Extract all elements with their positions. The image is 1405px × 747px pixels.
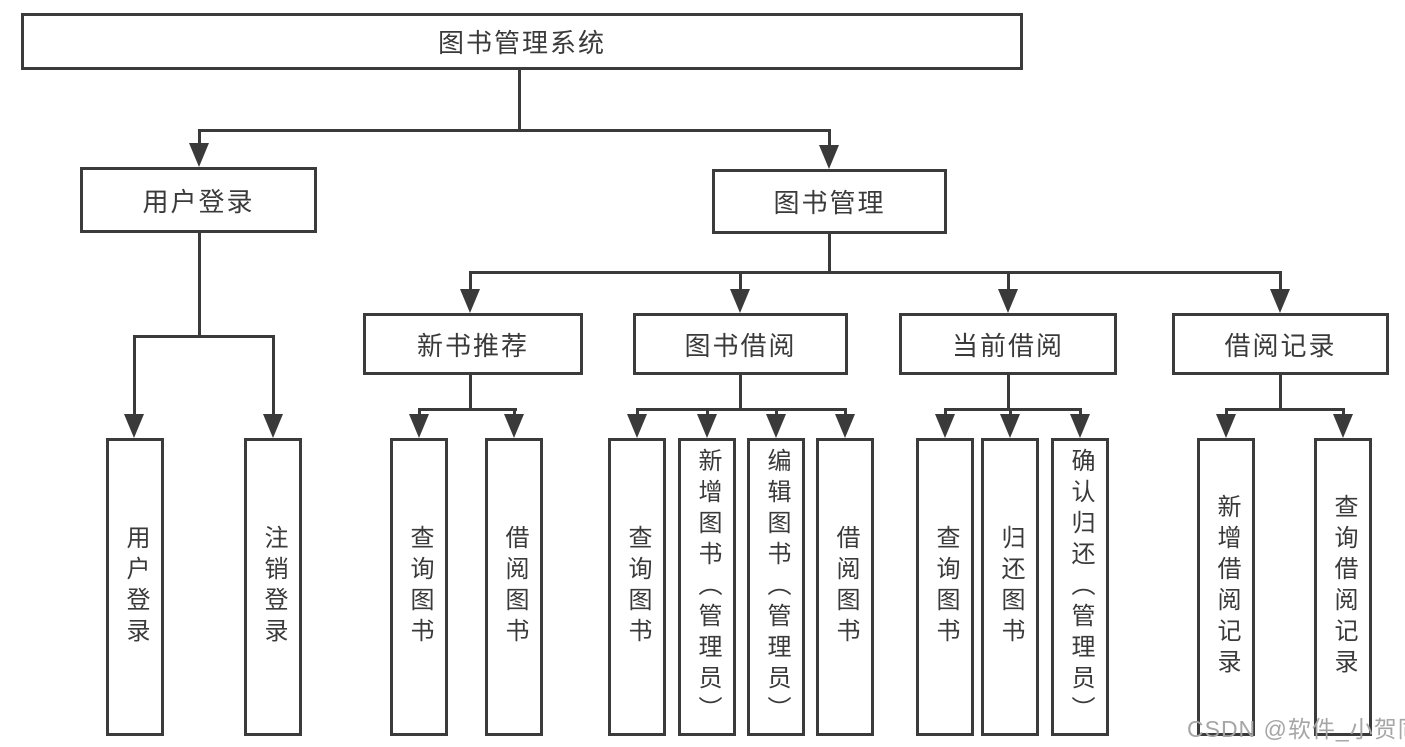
node-leaf-add-book: 新增图书（管理员） [678,438,736,736]
connector-user-login-stem [198,129,201,147]
connector-leaf-stem [775,408,778,416]
connector-new-book-rec-bar [418,408,517,411]
node-current-borrow: 当前借阅 [899,313,1117,375]
arrow-down-icon [124,414,144,438]
node-new-book-rec: 新书推荐 [363,313,583,375]
connector-current-borrow-stem [1007,271,1010,291]
connector-leaf-stem [513,408,516,416]
arrow-down-icon [998,289,1018,313]
arrow-down-icon [1216,414,1236,438]
arrow-down-icon [1070,414,1090,438]
arrow-down-icon [504,414,524,438]
node-leaf-return-book: 归还图书 [981,438,1039,736]
connector-leaf-stem [706,408,709,416]
connector-book-mgmt-down [828,234,831,274]
connector-borrow-record-stem [1279,271,1282,291]
arrow-down-icon [1333,414,1353,438]
node-borrow-record: 借阅记录 [1172,313,1389,375]
connector-user-login-bar [133,335,275,338]
node-user-login: 用户登录 [80,167,317,233]
arrow-down-icon [835,414,855,438]
connector-new-book-rec-down [469,375,472,411]
connector-leaf-user-login-stem [133,335,136,415]
arrow-down-icon [819,145,839,169]
connector-leaf-stem [1009,408,1012,416]
node-leaf-borrow-book-rec: 借阅图书 [485,438,543,736]
connector-user-login-down [198,233,201,338]
node-leaf-query-book-rec: 查询图书 [390,438,448,736]
connector-current-borrow-bar [944,408,1082,411]
connector-leaf-logout-stem [272,335,275,415]
arrow-down-icon [697,414,717,438]
node-leaf-query-book-cur: 查询图书 [916,438,974,736]
node-book-mgmt: 图书管理 [712,169,947,234]
arrow-down-icon [730,289,750,313]
node-leaf-add-record: 新增借阅记录 [1197,438,1255,736]
node-leaf-borrow-book: 借阅图书 [816,438,874,736]
connector-new-book-rec-stem [469,271,472,291]
arrow-down-icon [1270,289,1290,313]
connector-leaf-stem [844,408,847,416]
node-leaf-logout: 注销登录 [244,438,302,736]
connector-book-borrow-stem [739,271,742,291]
arrow-down-icon [263,414,283,438]
arrow-down-icon [766,414,786,438]
arrow-down-icon [1000,414,1020,438]
connector-borrow-record-bar [1225,408,1345,411]
node-leaf-query-book-borrow: 查询图书 [608,438,666,736]
connector-root-bar [198,129,831,132]
arrow-down-icon [189,143,209,167]
node-leaf-query-record: 查询借阅记录 [1314,438,1372,736]
connector-borrow-record-down [1279,375,1282,411]
arrow-down-icon [460,289,480,313]
node-book-borrow: 图书借阅 [633,313,848,375]
node-leaf-user-login: 用户登录 [106,438,164,736]
connector-current-borrow-down [1007,375,1010,411]
connector-root-stem [518,70,521,132]
connector-leaf-stem [944,408,947,416]
connector-leaf-stem [636,408,639,416]
arrow-down-icon [409,414,429,438]
node-leaf-edit-book: 编辑图书（管理员） [747,438,805,736]
connector-leaf-stem [1225,408,1228,416]
arrow-down-icon [627,414,647,438]
connector-book-borrow-bar [636,408,847,411]
node-root: 图书管理系统 [21,13,1023,70]
connector-book-mgmt-stem [828,129,831,147]
arrow-down-icon [935,414,955,438]
connector-book-borrow-down [739,375,742,411]
connector-leaf-stem [1342,408,1345,416]
connector-leaf-stem [418,408,421,416]
connector-leaf-stem [1079,408,1082,416]
connector-book-mgmt-bar [469,271,1282,274]
node-leaf-confirm-return: 确认归还（管理员） [1051,438,1109,736]
watermark: CSDN @软件_小贺同学 [1187,716,1405,742]
